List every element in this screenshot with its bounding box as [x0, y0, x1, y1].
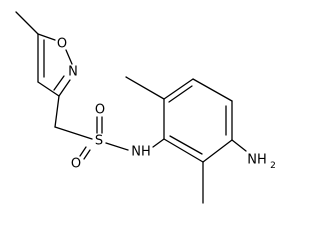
sulfonyl-linker [54, 95, 129, 160]
bond-n2-c3 [58, 79, 71, 97]
methyl-bond-upper [125, 76, 165, 100]
bond-s-o-bottom-b [83, 149, 91, 160]
amine-subscript: 2 [270, 161, 276, 171]
isoxazole-ring [15, 11, 73, 97]
bond-ch2-s [54, 126, 93, 140]
bond-c4-c5 [192, 78, 233, 102]
bond-c5-c6 [163, 78, 194, 100]
benzene-ring [125, 76, 247, 204]
bond-nh-c1 [152, 138, 165, 148]
bond-s-nh [105, 142, 129, 151]
bond-s-o-bottom-a [79, 146, 87, 157]
amine-label: NH [247, 153, 267, 168]
bond-c5-o1 [37, 33, 56, 41]
sulfur-label: S [95, 134, 103, 149]
bond-n2-c3-inner [53, 75, 65, 91]
ring-nitrogen-label: N [68, 65, 78, 80]
bond-o1-n2 [65, 49, 73, 65]
sulfonyl-oxygen-top-label: O [95, 103, 105, 118]
amide-nh-label: NH [131, 145, 151, 160]
bond-c3-nh2 [231, 139, 247, 152]
ring-oxygen-label: O [57, 37, 67, 52]
bond-c3-ch2 [54, 95, 60, 128]
sulfonyl-oxygen-bottom-label: O [71, 157, 81, 172]
methyl-bond-isoxazole [15, 11, 39, 35]
bond-c5-c6-inner [168, 85, 193, 103]
bond-c1-c2-inner [169, 135, 203, 155]
bond-c3-c4 [37, 81, 60, 97]
bond-c1-c2 [163, 138, 204, 163]
chemical-structure: O N O S O NH [15, 11, 276, 204]
bond-c2-c3 [202, 139, 233, 163]
